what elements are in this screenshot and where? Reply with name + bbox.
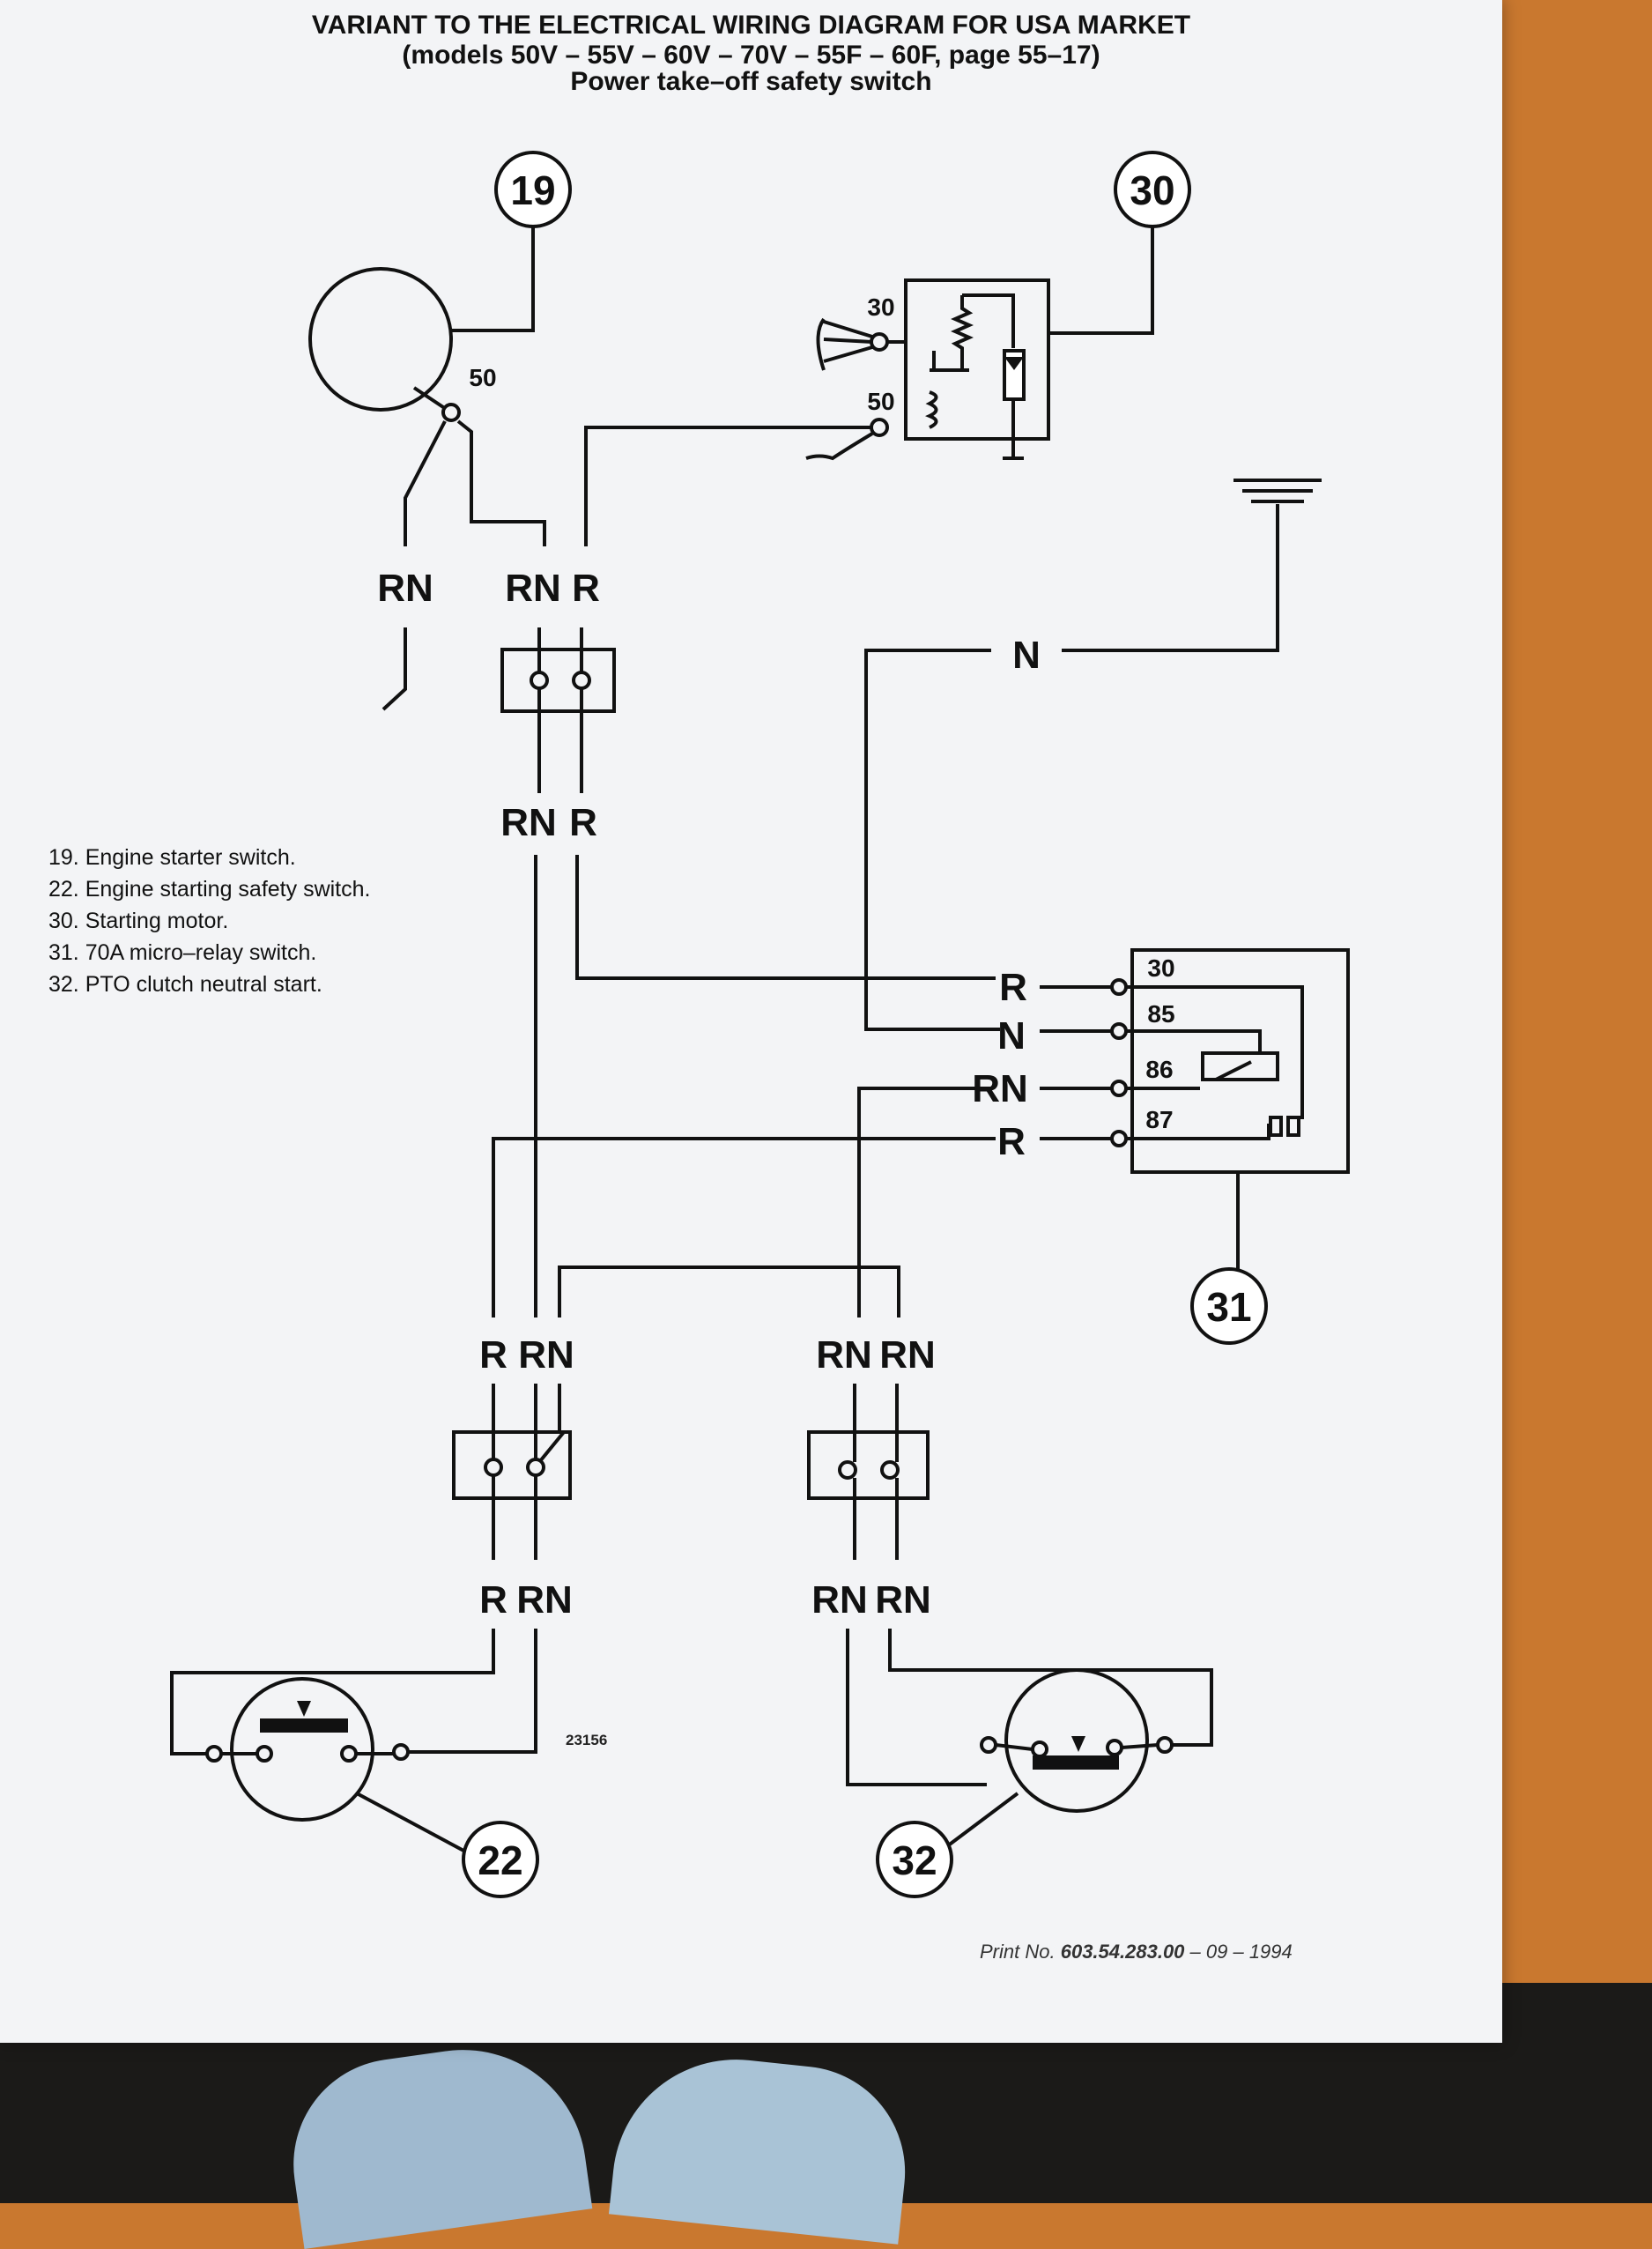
wire-n-ground-right (1062, 538, 1279, 652)
print-code: 603.54.283.00 (1060, 1941, 1185, 1963)
drawing-number: 23156 (566, 1732, 608, 1748)
wiring-diagram: 19 30 31 22 32 50 30 50 M 30 85 86 87 RN… (170, 151, 1350, 1898)
wire-label-r-bottom-left: R (479, 1578, 507, 1622)
motor-solenoid-coil (924, 390, 938, 429)
callout-32 (876, 1821, 953, 1898)
relay-86-label: 86 (1145, 1056, 1173, 1083)
wire-label-rn-bottom-left: RN (516, 1578, 573, 1622)
wire-rn-from-86 (857, 1087, 991, 1317)
motor-terminal-30-label: 30 (867, 293, 894, 321)
motor-30-harness (816, 317, 873, 371)
wire-n-to-relay-85 (864, 649, 1000, 1031)
print-date: – 09 – 1994 (1189, 1941, 1293, 1963)
starter-switch-body (308, 267, 453, 412)
wire-rn-ground-tail (382, 627, 407, 711)
motor-terminal-50 (870, 418, 889, 437)
starter-terminal-50 (441, 403, 461, 422)
wire-label-rn-lower-left: RN (518, 1333, 574, 1377)
callout-32-label: 32 (892, 1837, 937, 1883)
callout-22-label: 22 (478, 1837, 522, 1883)
callout-19-label: 19 (510, 167, 555, 213)
connector-lower-right (807, 1430, 930, 1500)
print-label: Print No. (980, 1941, 1056, 1963)
safety-switch-arrow (297, 1701, 311, 1717)
legend-item-19: 19. Engine starter switch. (48, 845, 296, 870)
page-title: VARIANT TO THE ELECTRICAL WIRING DIAGRAM… (311, 11, 1191, 40)
wire-label-r-87: R (997, 1120, 1026, 1163)
relay-terminal-85 (1110, 1022, 1128, 1040)
relay-terminal-30 (1110, 978, 1128, 996)
print-number: Print No. 603.54.283.00 – 09 – 1994 (980, 1941, 1293, 1963)
wire-starter-rn-right (456, 419, 546, 546)
wire-label-rn-mid: RN (500, 801, 557, 844)
legend-item-32: 32. PTO clutch neutral start. (48, 972, 322, 997)
legend-item-30: 30. Starting motor. (48, 909, 229, 933)
leader-22 (356, 1792, 468, 1854)
wire-label-r-lower-left: R (479, 1333, 507, 1377)
callout-19 (494, 151, 572, 228)
safety-switch-bar (260, 1718, 348, 1733)
wire-motor-to-30 (1048, 227, 1154, 335)
motor-50-harness (805, 432, 874, 461)
wire-rn-to-32-right (888, 1629, 1213, 1747)
wire-r-from-87 (492, 1137, 996, 1317)
leader-32 (945, 1792, 1019, 1848)
connector-lower-left (452, 1430, 572, 1500)
wire-label-rn-bottom-right-1: RN (811, 1578, 868, 1622)
wire-label-rn-bottom-right-2: RN (875, 1578, 931, 1622)
starting-motor-box (904, 278, 1050, 441)
motor-m-label: M (1007, 375, 1022, 394)
wire-label-rn-lower-right-1: RN (816, 1333, 872, 1377)
pto-switch-body (1004, 1668, 1149, 1813)
callout-31 (1190, 1267, 1268, 1345)
wire-starter-to-19 (451, 227, 535, 332)
relay-85-label: 85 (1147, 1000, 1174, 1028)
motor-terminal-30 (870, 332, 889, 352)
callout-31-label: 31 (1206, 1284, 1251, 1330)
motor-terminal-50-label: 50 (867, 388, 894, 415)
pto-switch-arrow (1071, 1736, 1085, 1752)
component-legend: 19. Engine starter switch. 22. Engine st… (48, 842, 370, 1000)
wire-label-rn-top: RN (505, 567, 561, 610)
wire-label-rn-lower-right-2: RN (879, 1333, 936, 1377)
callout-22 (462, 1821, 539, 1898)
callout-30 (1114, 151, 1191, 228)
pto-switch-bar (1033, 1755, 1119, 1770)
relay-coil (1201, 1051, 1279, 1081)
relay-30-label: 30 (1147, 954, 1174, 982)
relay-87-label: 87 (1145, 1106, 1173, 1133)
wire-rn-to-22 (407, 1629, 537, 1754)
motor-resistor (951, 295, 974, 370)
wire-label-r-30: R (999, 966, 1027, 1009)
wire-rn-to-32-left (846, 1629, 987, 1786)
wire-label-rn-starter: RN (377, 567, 433, 610)
wire-label-r-mid: R (569, 801, 597, 844)
safety-switch-body (230, 1677, 374, 1822)
wire-r-to-relay-30 (575, 855, 996, 980)
page-subtitle: (models 50V – 55V – 60V – 70V – 55F – 60… (402, 41, 1100, 70)
wire-label-r-top: R (572, 567, 600, 610)
relay-terminal-87 (1110, 1130, 1128, 1147)
manual-page: VARIANT TO THE ELECTRICAL WIRING DIAGRAM… (0, 0, 1502, 2043)
wire-starter-rn-left (404, 420, 447, 546)
legend-item-31: 31. 70A micro–relay switch. (48, 940, 317, 965)
relay-terminal-86 (1110, 1080, 1128, 1097)
wire-r-to-22 (170, 1629, 495, 1755)
starter-terminal-50-label: 50 (469, 364, 496, 391)
connector-top (500, 648, 616, 713)
legend-item-22: 22. Engine starting safety switch. (48, 877, 371, 902)
wire-rn-cross (558, 1266, 900, 1317)
wire-label-rn-86: RN (972, 1067, 1028, 1110)
relay-internal-30 (1126, 985, 1304, 1119)
callout-30-label: 30 (1130, 167, 1174, 213)
page-caption: Power take–off safety switch (570, 67, 932, 96)
micro-relay-box (1130, 948, 1350, 1174)
wire-label-n-85: N (997, 1014, 1026, 1058)
wire-r-to-motor-50 (584, 426, 872, 546)
wire-label-n-ground: N (1012, 634, 1041, 677)
